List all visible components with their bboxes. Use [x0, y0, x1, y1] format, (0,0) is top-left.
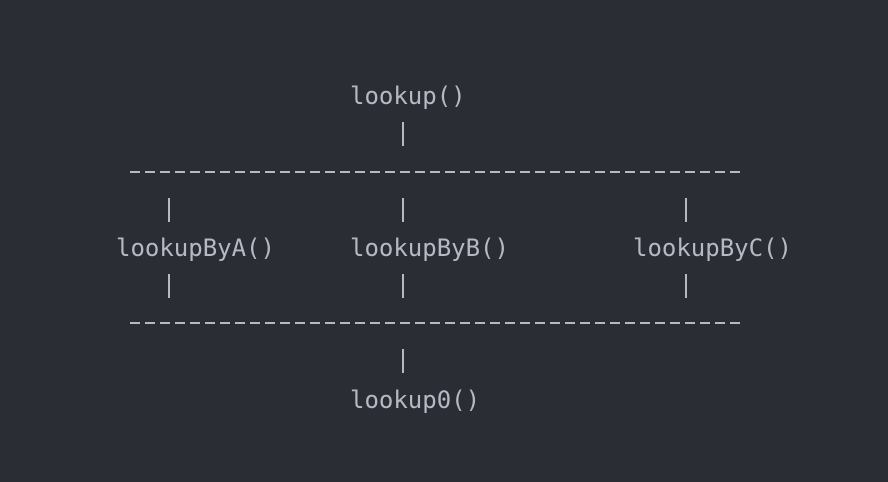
node-lookup: lookup() [350, 82, 466, 110]
connector-c-lower [685, 274, 687, 298]
upper-dashed-line [130, 171, 740, 173]
node-lookup-by-b: lookupByB() [350, 234, 509, 262]
node-lookup-by-a: lookupByA() [116, 234, 275, 262]
node-lookup-by-c: lookupByC() [633, 234, 792, 262]
connector-bottom [402, 349, 404, 373]
connector-b-lower [402, 274, 404, 298]
connector-b-upper [402, 198, 404, 222]
lower-dashed-line [130, 322, 740, 324]
connector-c-upper [685, 198, 687, 222]
node-lookup0: lookup0() [350, 386, 481, 414]
connector-top [402, 122, 404, 146]
connector-a-upper [168, 198, 170, 222]
connector-a-lower [168, 274, 170, 298]
